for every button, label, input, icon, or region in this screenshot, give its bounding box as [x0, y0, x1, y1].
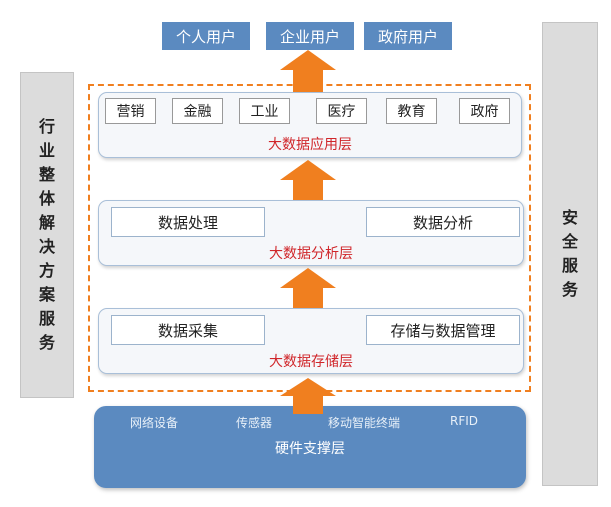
app-item-education: 教育 — [386, 98, 437, 124]
app-item-industry: 工业 — [239, 98, 290, 124]
hw-item-mobile-terminal: 移动智能终端 — [328, 416, 401, 430]
storage-management-box: 存储与数据管理 — [366, 315, 520, 345]
data-processing-box: 数据处理 — [111, 207, 265, 237]
up-arrow-icon — [280, 50, 336, 92]
panel-char: 案 — [38, 285, 55, 304]
application-layer: 营销 金融 工业 医疗 教育 政府 大数据应用层 — [98, 92, 522, 158]
hw-item-rfid: RFID — [450, 414, 479, 428]
analysis-layer-title: 大数据分析层 — [269, 246, 353, 262]
panel-char: 服 — [38, 309, 55, 328]
panel-char: 务 — [38, 333, 55, 352]
panel-char: 体 — [38, 189, 55, 208]
analysis-layer: 数据处理 数据分析 大数据分析层 — [98, 200, 524, 266]
panel-char: 服 — [561, 256, 578, 275]
panel-char: 方 — [38, 261, 55, 280]
panel-char: 务 — [561, 280, 578, 299]
panel-char: 解 — [38, 213, 55, 232]
hardware-layer-title: 硬件支撑层 — [275, 441, 345, 457]
application-layer-title: 大数据应用层 — [268, 137, 352, 153]
hardware-layer: 网络设备 传感器 移动智能终端 RFID 硬件支撑层 — [94, 406, 526, 488]
app-item-government: 政府 — [459, 98, 510, 124]
security-service-panel: 安 全 服 务 — [542, 22, 598, 486]
up-arrow-icon — [280, 268, 336, 308]
up-arrow-icon — [280, 378, 336, 414]
data-collection-box: 数据采集 — [111, 315, 265, 345]
user-box-personal: 个人用户 — [162, 22, 250, 50]
app-item-medical: 医疗 — [316, 98, 367, 124]
storage-layer-title: 大数据存储层 — [269, 354, 353, 370]
user-box-government: 政府用户 — [364, 22, 452, 50]
panel-char: 全 — [561, 232, 578, 251]
hw-item-network: 网络设备 — [130, 416, 179, 430]
panel-char: 决 — [38, 237, 55, 256]
data-analysis-box: 数据分析 — [366, 207, 520, 237]
panel-char: 整 — [38, 165, 55, 184]
user-box-enterprise: 企业用户 — [266, 22, 354, 50]
up-arrow-icon — [280, 160, 336, 200]
panel-char: 行 — [38, 117, 55, 136]
hw-item-sensor: 传感器 — [236, 416, 273, 430]
panel-char: 业 — [38, 141, 55, 160]
storage-layer: 数据采集 存储与数据管理 大数据存储层 — [98, 308, 524, 374]
panel-char: 安 — [561, 208, 578, 227]
industry-solution-panel: 行 业 整 体 解 决 方 案 服 务 — [20, 72, 74, 398]
app-item-marketing: 营销 — [105, 98, 156, 124]
app-item-finance: 金融 — [172, 98, 223, 124]
